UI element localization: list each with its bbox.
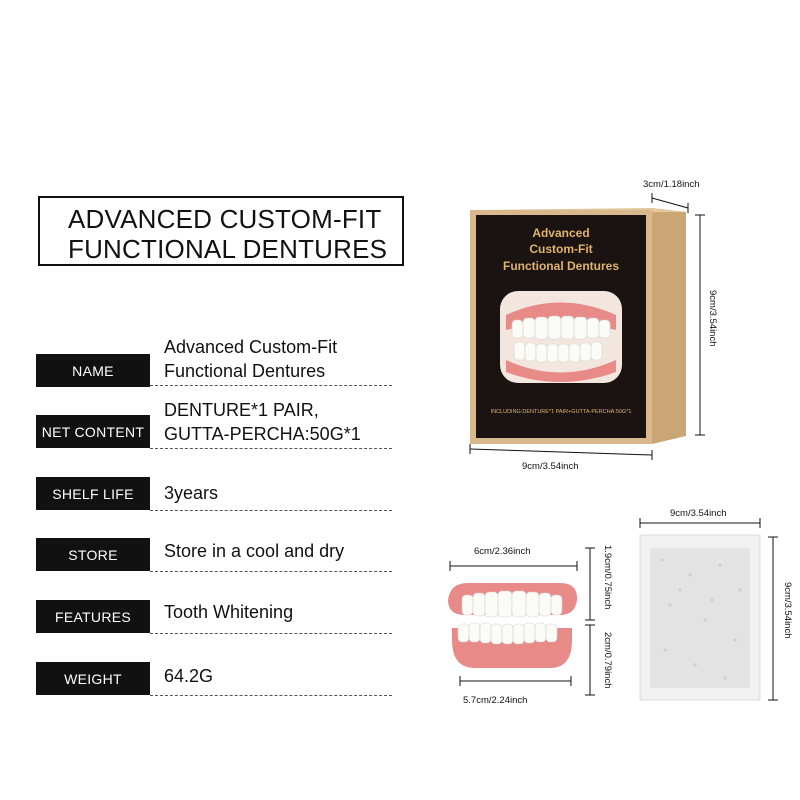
spec-divider — [150, 633, 392, 634]
spec-label-shelf-life: SHELF LIFE — [36, 477, 150, 510]
gutta-percha-pouch-image — [639, 534, 761, 701]
spec-label-store: STORE — [36, 538, 150, 571]
spec-label-features: FEATURES — [36, 600, 150, 633]
spec-label-net-content: NET CONTENT — [36, 415, 150, 448]
spec-divider — [150, 385, 392, 386]
box-including-text: INCLUDING:DENTURE*1 PAIR+GUTTA-PERCHA:50… — [491, 409, 632, 415]
spec-value-weight: 64.2G — [164, 666, 214, 686]
product-title-line-1: ADVANCED CUSTOM-FIT — [68, 204, 382, 234]
box-width-dim-line — [469, 448, 653, 456]
denture-pair-image — [448, 582, 578, 668]
spec-value-name-line-2: Functional Dentures — [164, 361, 326, 381]
spec-value-net-content-line-2: GUTTA-PERCHA:50G*1 — [164, 424, 361, 444]
product-title-box: ADVANCED CUSTOM-FIT FUNCTIONAL DENTURES — [38, 196, 404, 266]
product-title-line-2: FUNCTIONAL DENTURES — [68, 234, 388, 264]
spec-value-features: Tooth Whitening — [164, 602, 294, 622]
pouch-beads — [650, 548, 750, 688]
box-title-line-1: Advanced — [532, 226, 589, 240]
lower-denture-width-label: 5.7cm/2.24inch — [463, 695, 528, 706]
spec-divider — [150, 571, 392, 572]
box-title-line-2: Custom-Fit — [529, 242, 592, 256]
box-width-label: 9cm/3.54inch — [522, 461, 579, 472]
box-depth-dim-line — [651, 197, 689, 209]
spec-value-net-content-line-1: DENTURE*1 PAIR, — [164, 400, 319, 420]
spec-divider — [150, 448, 392, 449]
upper-teeth — [461, 590, 563, 618]
box-teeth — [511, 315, 611, 363]
spec-divider — [150, 510, 392, 511]
spec-value-store: Store in a cool and dry — [164, 541, 345, 561]
spec-label-weight: WEIGHT — [36, 662, 150, 695]
lower-denture-height-label: 2cm/0.79inch — [602, 632, 613, 689]
spec-label-name: NAME — [36, 354, 150, 387]
spec-value-shelf-life: 3years — [164, 483, 219, 503]
lower-teeth — [457, 622, 558, 645]
box-height-label: 9cm/3.54inch — [707, 290, 718, 347]
spec-value-name-line-1: Advanced Custom-Fit — [164, 337, 338, 357]
spec-divider — [150, 695, 392, 696]
box-lower-gum — [506, 360, 616, 382]
pouch-height-label: 9cm/3.54inch — [782, 582, 793, 639]
box-depth-label: 3cm/1.18inch — [643, 179, 700, 190]
upper-denture-height-label: 1.9cm/0.75inch — [602, 545, 613, 610]
pouch-width-label: 9cm/3.54inch — [670, 508, 727, 519]
box-side-face — [652, 208, 686, 444]
box-title-line-3: Functional Dentures — [503, 259, 619, 273]
upper-denture-width-label: 6cm/2.36inch — [474, 546, 531, 557]
